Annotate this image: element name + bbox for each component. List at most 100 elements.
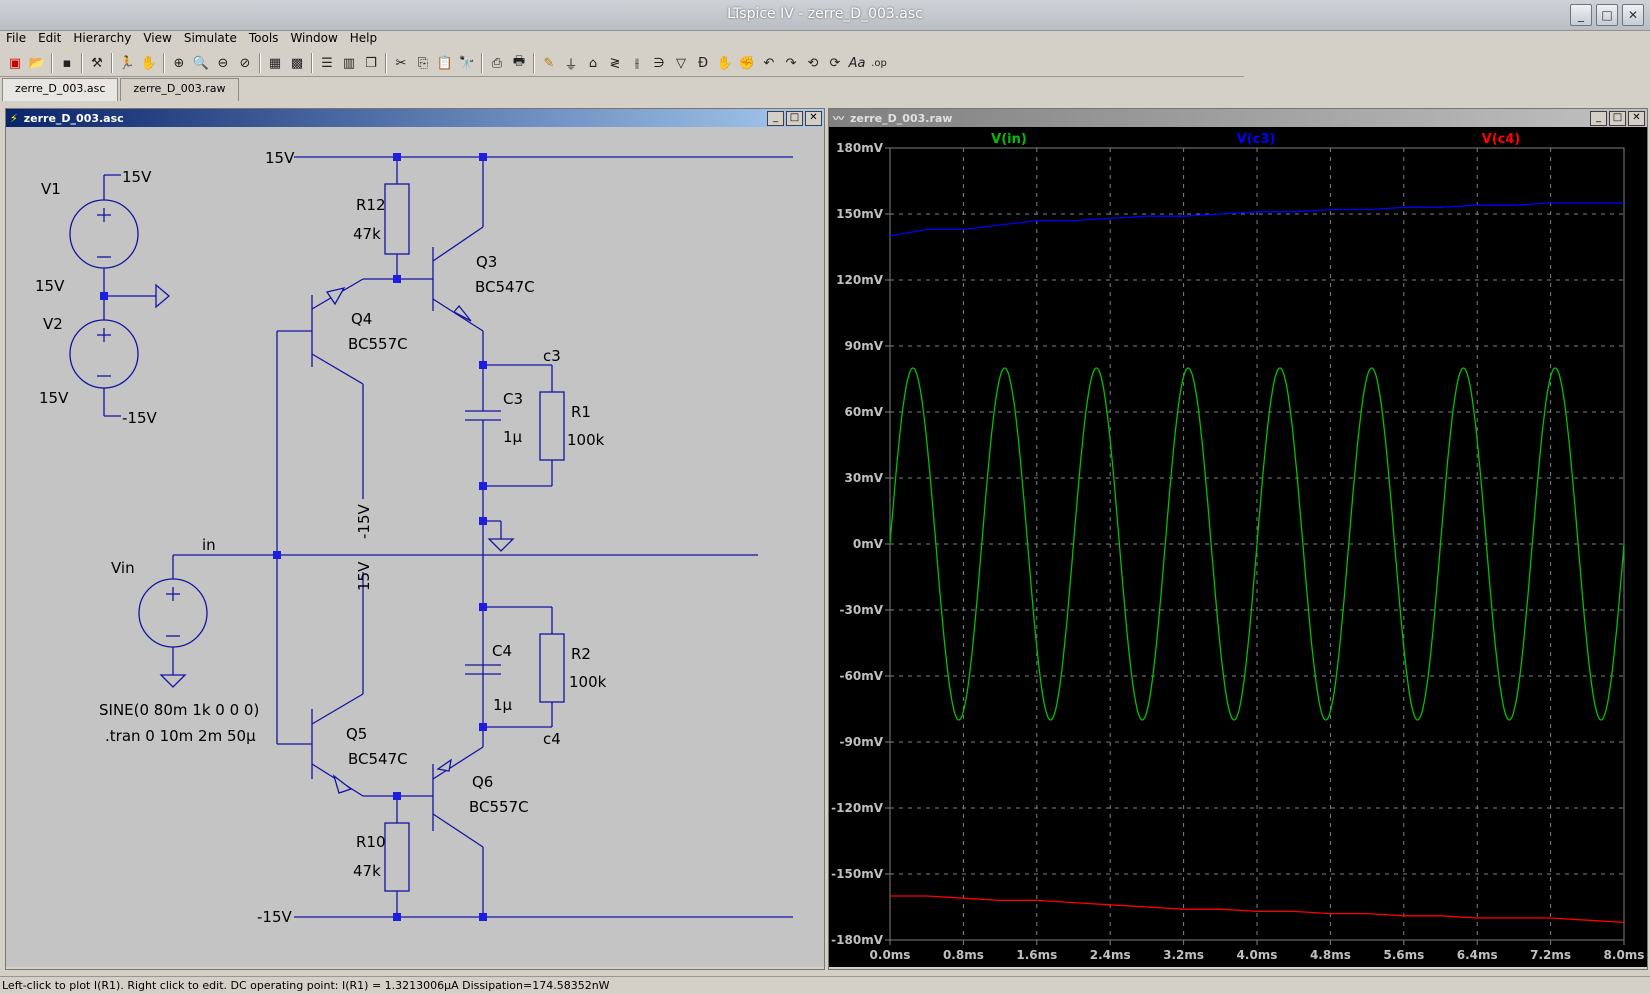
capacitor-icon[interactable]: ⫲ (634, 55, 640, 71)
save-icon[interactable]: ▪ (62, 55, 72, 71)
resistor-icon[interactable]: ≷ (609, 55, 621, 71)
autorange-icon[interactable]: ▦ (268, 55, 282, 71)
find-icon[interactable]: 🔭 (458, 55, 476, 71)
r12-label: R12 (356, 196, 386, 214)
paste-icon[interactable]: 📋 (436, 55, 454, 71)
x-tick-label: 0.0ms (870, 948, 911, 962)
menu-tools[interactable]: Tools (248, 31, 279, 45)
diode-icon[interactable]: ▽ (676, 55, 686, 71)
rotate-icon[interactable]: ⟲ (807, 55, 819, 71)
x-tick-label: 1.6ms (1016, 948, 1057, 962)
maximize-button[interactable]: □ (1596, 4, 1618, 26)
schematic-close-button[interactable]: ✕ (805, 110, 822, 126)
cut-icon[interactable]: ✂ (395, 55, 407, 71)
inductor-icon[interactable]: ∋ (653, 55, 665, 71)
x-tick-label: 4.8ms (1310, 948, 1351, 962)
x-tick-label: 7.2ms (1530, 948, 1571, 962)
close-button[interactable]: ✕ (1622, 4, 1644, 26)
r10-label: R10 (356, 833, 386, 851)
waveform-icon: 〰 (833, 112, 844, 125)
copy-icon[interactable]: ⎘ (417, 55, 429, 71)
mirror-icon[interactable]: ⟳ (829, 55, 841, 71)
schematic-icon: ⚡ (10, 111, 18, 125)
menu-help[interactable]: Help (349, 31, 378, 45)
tile-vertical-icon[interactable]: ▥ (342, 55, 356, 71)
series-label-vin: V(in) (991, 132, 1027, 147)
y-tick-label: -30mV (840, 603, 884, 617)
series-line-vc4 (890, 895, 1625, 924)
schematic-minimize-button[interactable]: _ (767, 110, 784, 126)
open-icon[interactable]: 📂 (28, 55, 46, 71)
cascade-icon[interactable]: ❐ (365, 55, 377, 71)
r2-value: 100k (569, 673, 607, 691)
menu-simulate[interactable]: Simulate (183, 31, 237, 45)
y-tick-label: -60mV (840, 669, 884, 683)
y-tick-label: 30mV (845, 471, 884, 485)
c4-value: 1µ (493, 696, 513, 714)
component-icon[interactable]: Ð (697, 55, 709, 71)
label-net-icon[interactable]: ⌂ (588, 55, 598, 71)
zoom-fit-icon[interactable]: ⊘ (239, 55, 251, 71)
tab-raw[interactable]: zerre_D_003.raw (120, 78, 239, 101)
schematic-canvas[interactable]: V1 15V 15V V2 15V -15V 15V -15V R12 47k … (6, 127, 824, 967)
menu-view[interactable]: View (143, 31, 172, 45)
drag-icon[interactable]: ✊ (738, 55, 756, 71)
x-tick-label: 8.0ms (1604, 948, 1645, 962)
y-tick-label: 120mV (836, 273, 884, 287)
c4-label: C4 (492, 642, 512, 660)
q6-label: Q6 (472, 773, 493, 791)
in-node-label: in (202, 536, 216, 554)
print-setup-icon[interactable]: ⎙ (491, 55, 503, 71)
menu-window[interactable]: Window (290, 31, 338, 45)
print-icon[interactable]: 🖶 (512, 54, 526, 69)
schematic-title: zerre_D_003.asc (23, 111, 124, 125)
spice-directive-icon[interactable]: .op (871, 57, 887, 69)
v1-value: 15V (35, 277, 65, 295)
zoom-out-icon[interactable]: ⊖ (217, 55, 229, 71)
move-icon[interactable]: ✋ (716, 55, 734, 71)
y-tick-label: 0mV (853, 537, 884, 551)
ground-icon[interactable]: ⏚ (564, 57, 578, 73)
tab-schematic[interactable]: zerre_D_003.asc (2, 78, 119, 101)
waveform-close-button[interactable]: ✕ (1628, 110, 1645, 126)
redo-icon[interactable]: ↷ (785, 55, 797, 71)
waveform-titlebar: 〰 zerre_D_003.raw _ □ ✕ (829, 109, 1647, 127)
rail-negative-label: -15V (257, 908, 292, 926)
run-icon[interactable]: 🏃 (118, 55, 136, 71)
waveform-maximize-button[interactable]: □ (1609, 110, 1626, 126)
text-icon[interactable]: Aa (848, 55, 866, 71)
series-line-vc3 (889, 202, 1624, 237)
grid-icon[interactable]: ▩ (290, 55, 304, 71)
y-tick-label: 180mV (836, 141, 884, 155)
waveform-minimize-button[interactable]: _ (1590, 110, 1607, 126)
pan-icon[interactable]: 🔍 (192, 55, 210, 71)
v1-label: V1 (41, 180, 61, 198)
minimize-button[interactable]: _ (1570, 4, 1592, 26)
new-schematic-icon[interactable]: ▣ (8, 55, 22, 71)
q5-label: Q5 (346, 725, 367, 743)
v2-bottom-label: -15V (122, 409, 157, 427)
vin-label: Vin (111, 559, 135, 577)
undo-icon[interactable]: ↶ (763, 55, 775, 71)
menu-file[interactable]: File (6, 31, 27, 45)
wire-icon[interactable]: ✎ (543, 55, 555, 71)
menu-hierarchy[interactable]: Hierarchy (73, 31, 132, 45)
menu-bar: File Edit Hierarchy View Simulate Tools … (0, 30, 1650, 48)
halt-icon[interactable]: ✋ (140, 55, 158, 71)
y-tick-label: -90mV (840, 735, 884, 749)
control-panel-icon[interactable]: ⚒ (91, 55, 103, 71)
schematic-window: ⚡ zerre_D_003.asc _ □ ✕ (5, 108, 825, 970)
r2-label: R2 (571, 645, 591, 663)
q3-model: BC547C (475, 278, 535, 296)
menu-edit[interactable]: Edit (38, 31, 62, 45)
schematic-maximize-button[interactable]: □ (786, 110, 803, 126)
waveform-title: zerre_D_003.raw (850, 111, 953, 125)
zoom-in-icon[interactable]: ⊕ (173, 55, 185, 71)
c3-label: C3 (503, 390, 523, 408)
tile-horizontal-icon[interactable]: ☰ (321, 55, 333, 71)
q3-label: Q3 (476, 253, 497, 271)
r10-value: 47k (353, 862, 381, 880)
c4-node-label: c4 (543, 730, 561, 748)
